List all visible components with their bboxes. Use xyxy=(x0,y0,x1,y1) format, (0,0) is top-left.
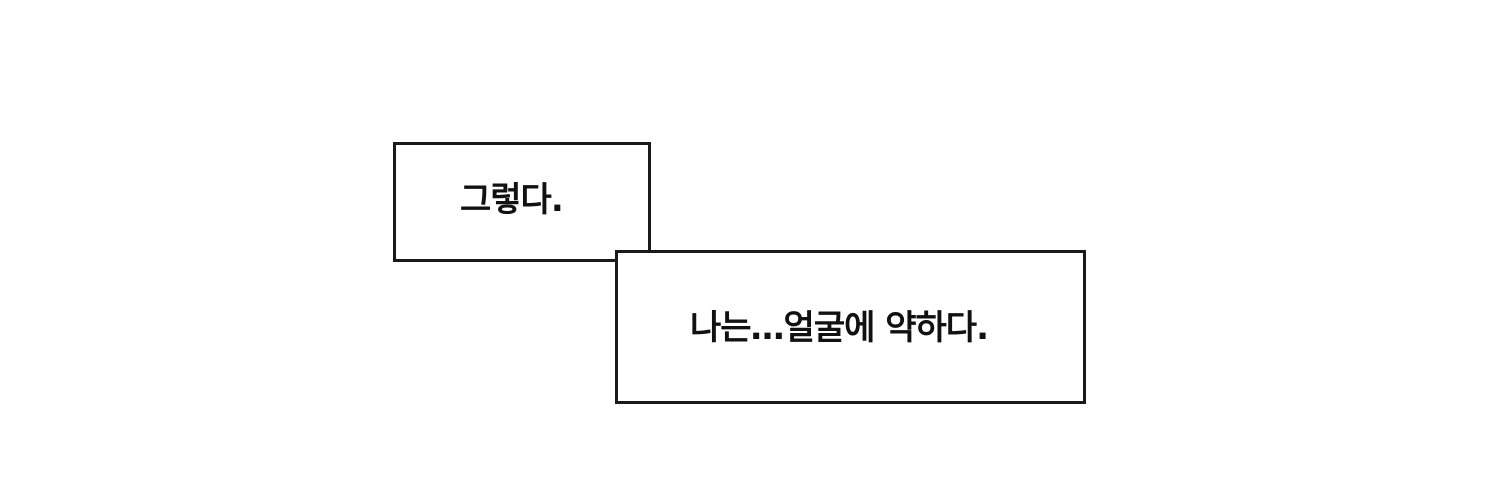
caption-box-top xyxy=(393,142,651,262)
caption-box-bottom xyxy=(615,250,1086,404)
caption-text-top: 그렇다. xyxy=(460,180,564,220)
caption-text-bottom: 나는…얼굴에 약하다. xyxy=(690,308,989,348)
